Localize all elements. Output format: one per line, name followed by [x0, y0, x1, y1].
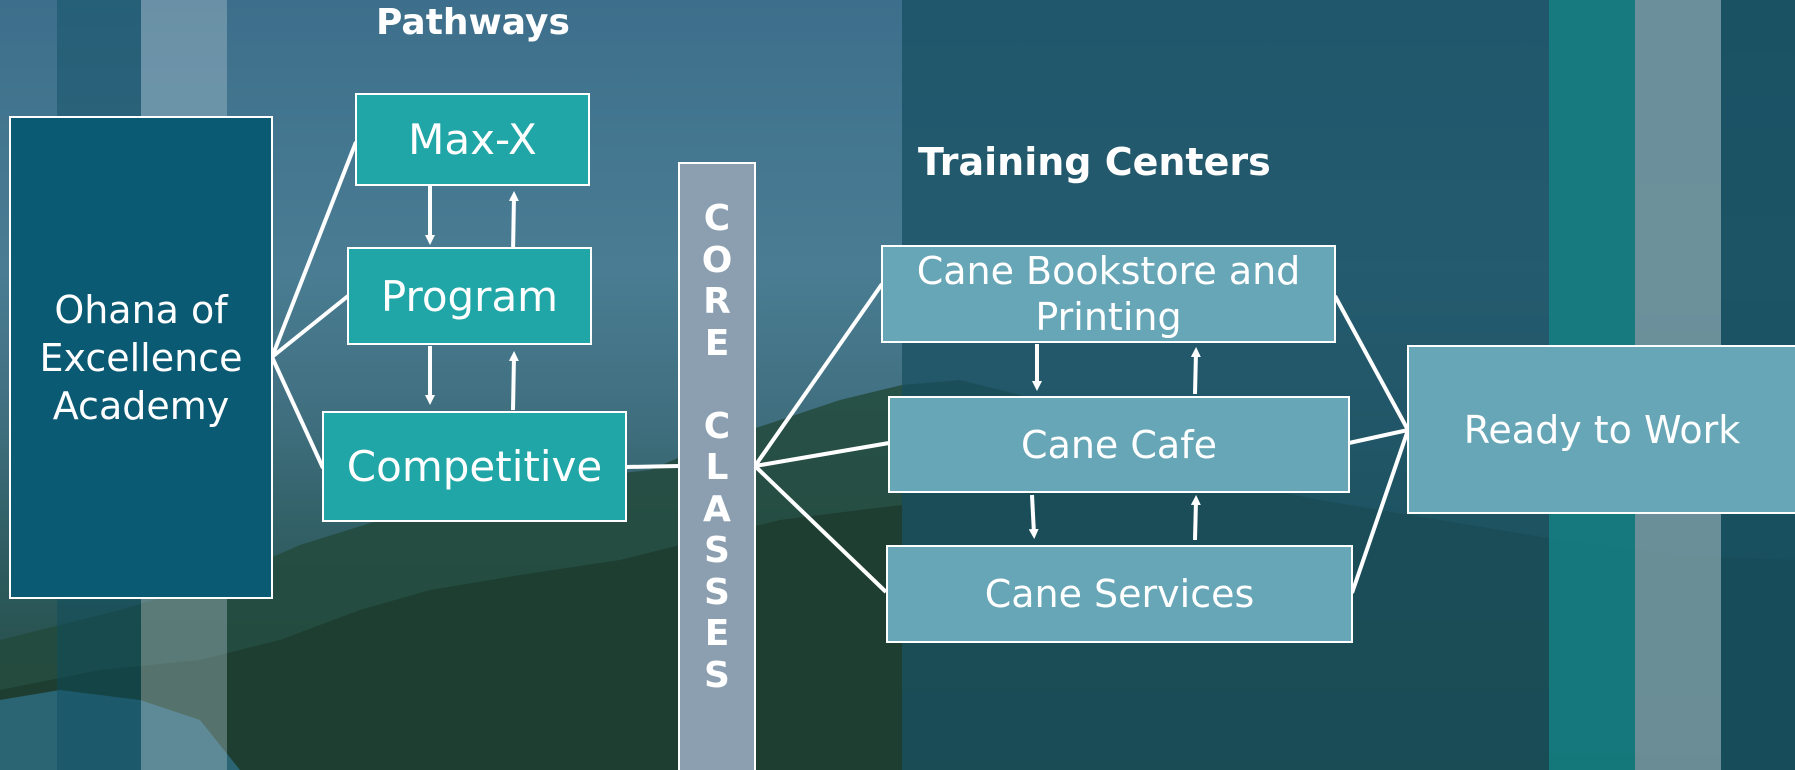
training-bookstore-label: Cane Bookstore and Printing [916, 249, 1301, 339]
core-letter: L [705, 447, 729, 488]
pathway-program-label: Program [380, 271, 559, 321]
connector-bookstore-outcome [1333, 295, 1410, 431]
arrow-down-cafe-services [1028, 494, 1039, 539]
core-letter: O [701, 239, 733, 281]
ready-to-work-label: Ready to Work [1463, 407, 1741, 452]
pathways-heading: Pathways [376, 2, 570, 43]
pathway-program-box: Program [347, 247, 592, 345]
core-classes-bar: C O R E C L A S S E S [678, 162, 756, 770]
core-letter: S [704, 654, 730, 696]
academy-label: Ohana of Excellence Academy [39, 287, 243, 428]
connector-cafe-outcome [1348, 428, 1409, 445]
training-services-label: Cane Services [984, 572, 1255, 616]
training-centers-heading: Training Centers [918, 140, 1271, 184]
connector-core-cafe [754, 441, 890, 468]
core-letter: E [704, 613, 730, 654]
training-cafe-box: Cane Cafe [888, 396, 1350, 493]
training-services-box: Cane Services [886, 545, 1353, 643]
core-letter: A [703, 488, 731, 530]
academy-box: Ohana of Excellence Academy [9, 116, 273, 599]
core-letter: S [704, 571, 730, 613]
arrow-up-program-maxx [508, 191, 519, 253]
pathway-competitive-label: Competitive [346, 442, 603, 491]
connector-services-outcome [1350, 429, 1410, 594]
core-classes-label: C O R E C L A S S E S [702, 164, 733, 770]
connector-academy-program [270, 294, 350, 359]
core-letter: C [703, 405, 731, 447]
arrow-up-competitive-program [508, 351, 519, 411]
pathway-competitive-box: Competitive [322, 411, 627, 522]
training-cafe-label: Cane Cafe [1021, 422, 1217, 467]
connector-academy-maxx [270, 141, 358, 358]
arrow-up-services-cafe [1190, 495, 1201, 541]
pathway-maxx-label: Max-X [408, 115, 537, 164]
arrow-up-cafe-bookstore [1190, 347, 1201, 395]
ready-to-work-box: Ready to Work [1407, 345, 1795, 514]
connector-academy-competitive [270, 356, 325, 469]
pathway-maxx-box: Max-X [355, 93, 590, 186]
connector-core-bookstore [753, 282, 884, 468]
core-letter: C [703, 198, 731, 239]
core-letter: E [704, 322, 730, 364]
connector-competitive-core [625, 464, 680, 469]
core-letter: S [704, 530, 730, 571]
connector-core-services [753, 464, 888, 594]
core-letter: R [703, 281, 731, 322]
training-bookstore-box: Cane Bookstore and Printing [881, 245, 1336, 343]
